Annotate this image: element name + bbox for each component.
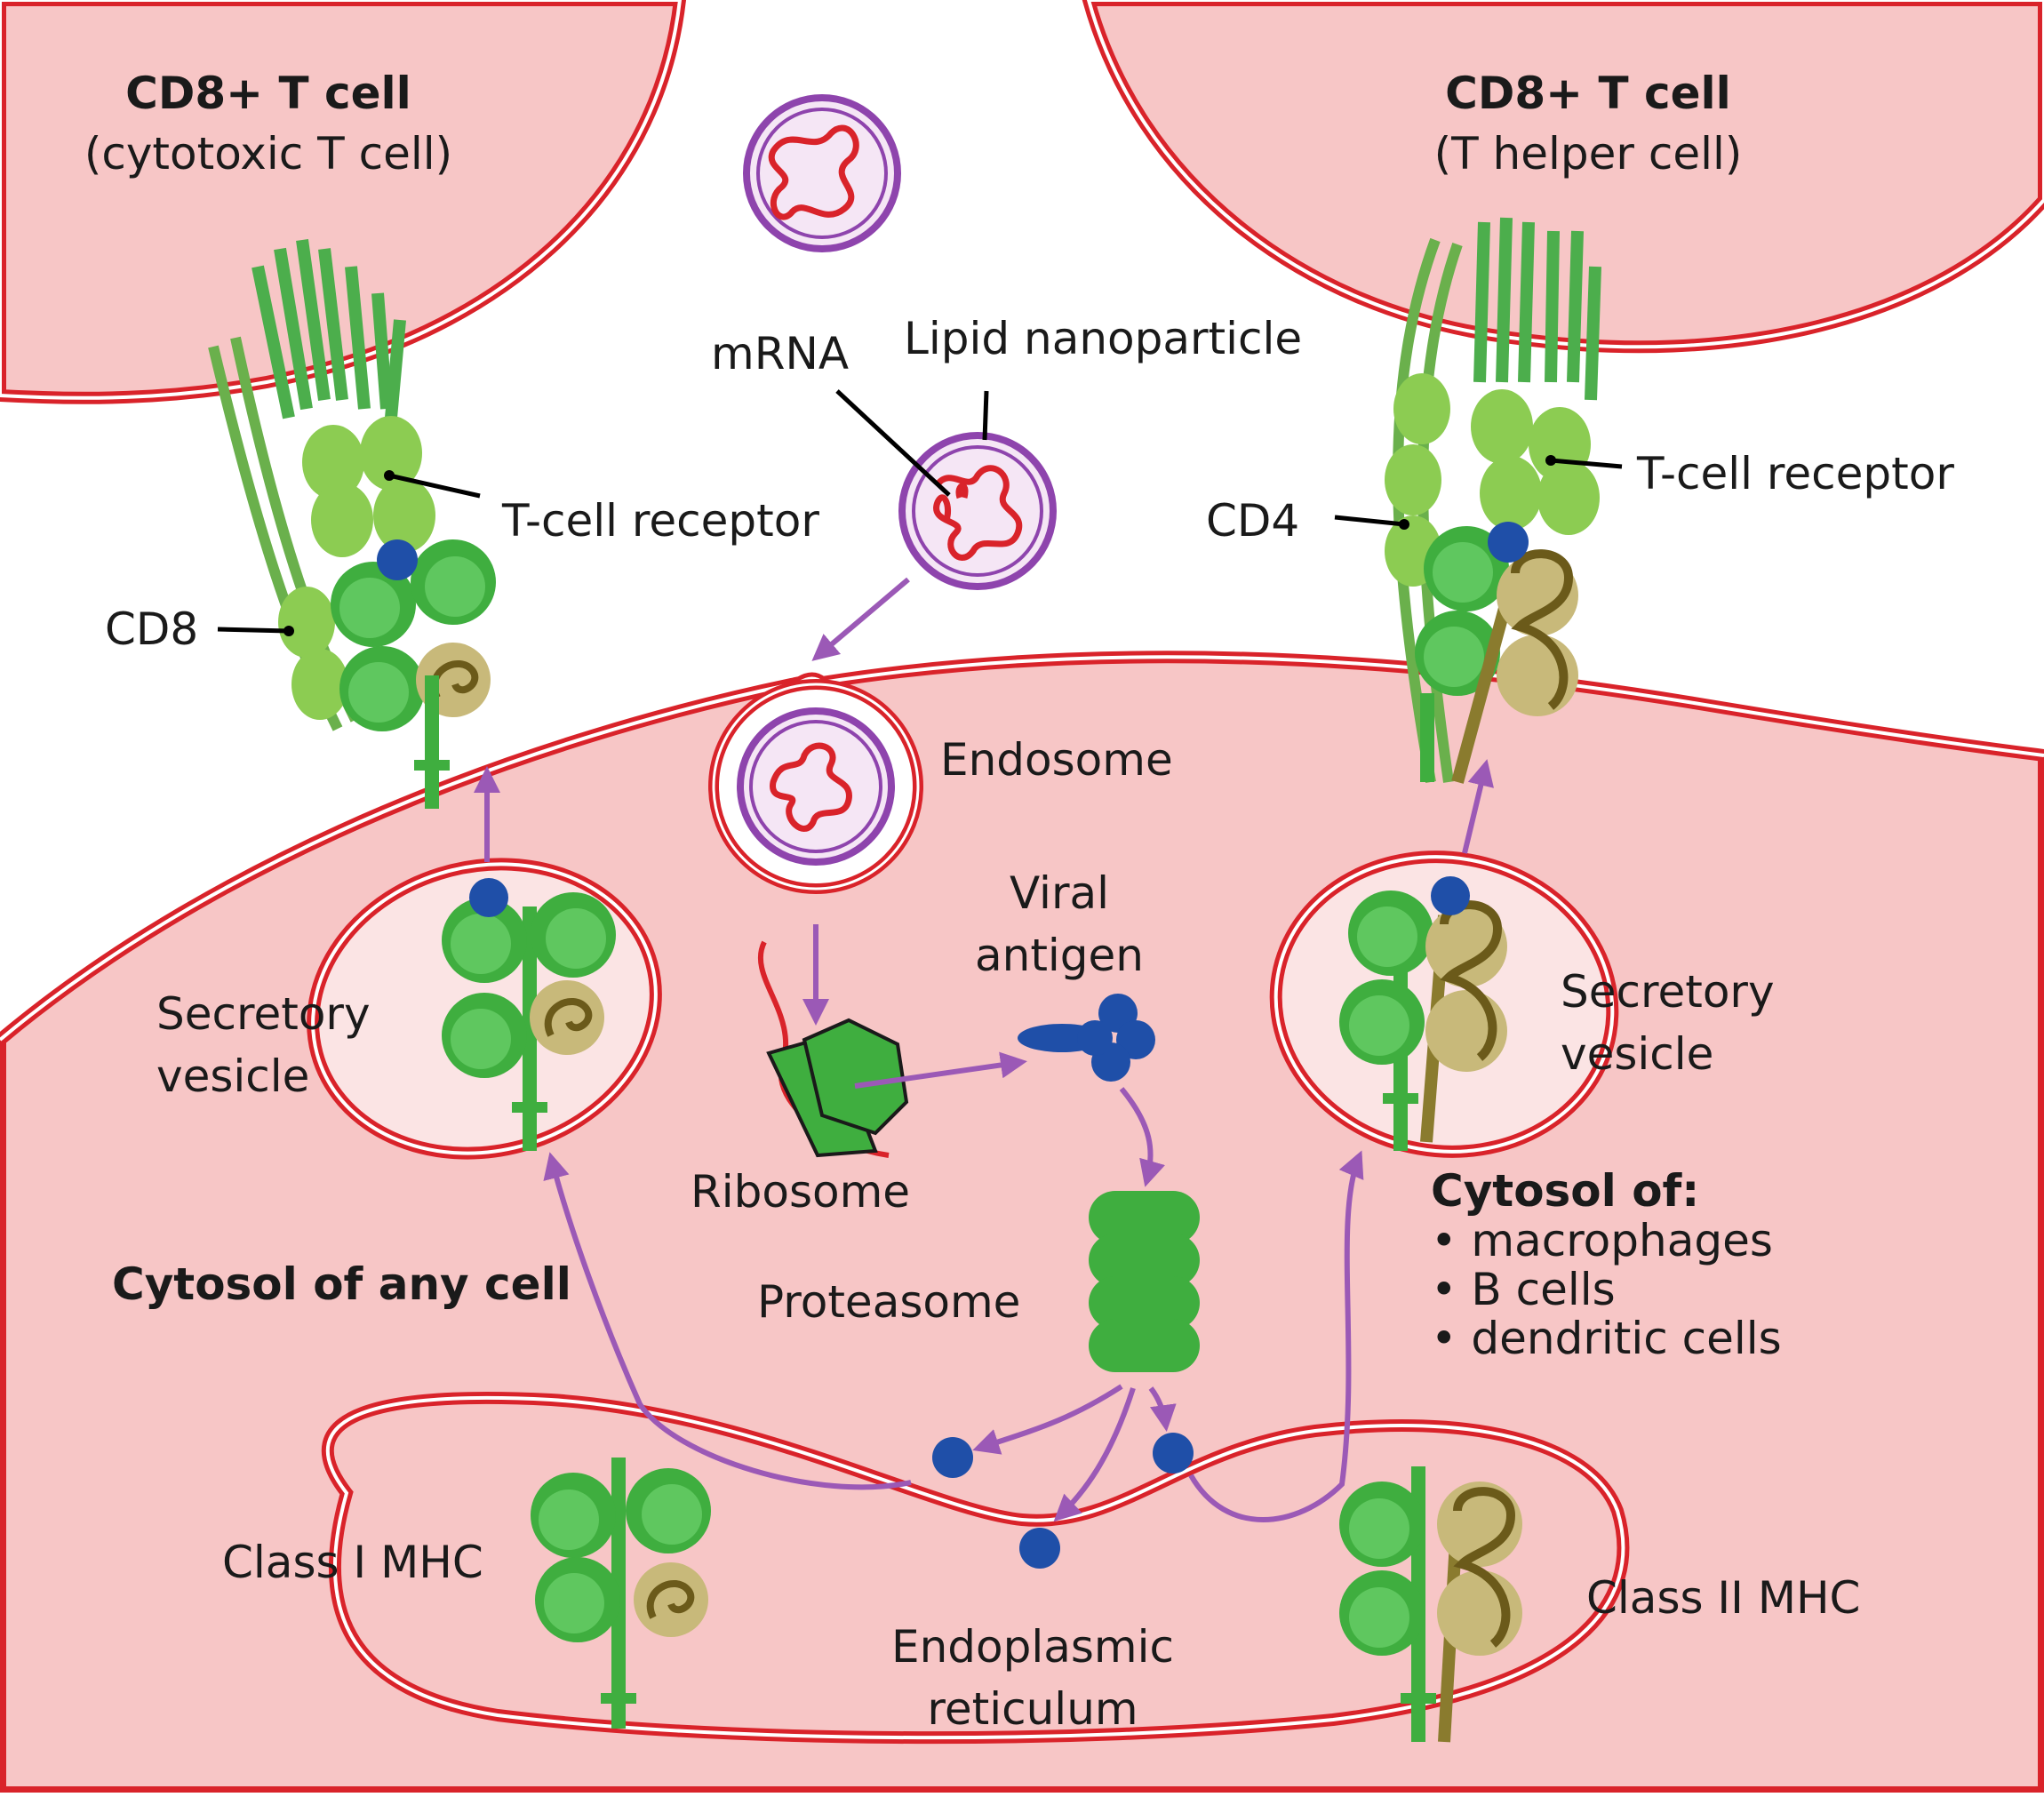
cytosol-item: • B cells (1431, 1264, 1616, 1315)
cytosol-any-label: Cytosol of any cell (112, 1258, 571, 1310)
mrna-label: mRNA (711, 328, 849, 379)
cytosol-of-label: Cytosol of: (1431, 1165, 1699, 1217)
top-left-t-cell (0, 0, 687, 404)
cytosol-item: • macrophages (1431, 1215, 1773, 1266)
ribosome (766, 1018, 909, 1158)
peptide (932, 1437, 973, 1478)
class-i-mhc-er (531, 1458, 711, 1729)
lipid-nanoparticle-top (743, 94, 901, 252)
secretory-left-label-2: vesicle (156, 1050, 309, 1102)
er-label-1: Endoplasmic (891, 1621, 1174, 1673)
class-i-mhc-vesicle (442, 878, 616, 1151)
tcr-left-label: T-cell receptor (501, 495, 819, 547)
ribosome-label: Ribosome (691, 1166, 910, 1218)
class-ii-mhc-er (1339, 1466, 1522, 1743)
labels: CD8+ T cell (cytotoxic T cell) CD8+ T ce… (84, 68, 1954, 1735)
class-i-mhc-label: Class I MHC (222, 1537, 483, 1588)
er-label-2: reticulum (927, 1683, 1138, 1735)
pathway-arrows (474, 577, 1494, 1522)
cd8-label: CD8 (105, 603, 198, 655)
right-cell-title: CD8+ T cell (1445, 68, 1731, 119)
left-tcr-complex (208, 239, 496, 809)
lipid-nanoparticle (898, 432, 1057, 590)
left-cell-title: CD8+ T cell (125, 68, 411, 119)
left-cell-subtitle: (cytotoxic T cell) (84, 128, 452, 180)
lipid-nanoparticle-label: Lipid nanoparticle (904, 313, 1302, 364)
viral-antigen (1018, 994, 1155, 1082)
proteasome (1089, 1191, 1200, 1372)
class-ii-mhc-label: Class II MHC (1586, 1572, 1860, 1624)
secretory-right-label-1: Secretory (1561, 966, 1775, 1018)
cytosol-item: • dendritic cells (1431, 1313, 1782, 1364)
proteasome-label: Proteasome (757, 1276, 1020, 1328)
endosome-label: Endosome (940, 734, 1173, 786)
leader-lines (217, 389, 1623, 636)
endosome (708, 679, 923, 894)
top-right-t-cell (1082, 0, 2044, 354)
peptide (1153, 1433, 1194, 1474)
viral-antigen-label-1: Viral (1010, 867, 1109, 919)
tcr-right-label: T-cell receptor (1636, 448, 1954, 499)
peptide (1019, 1528, 1060, 1569)
secretory-left-label-1: Secretory (156, 988, 371, 1040)
secretory-right-label-2: vesicle (1561, 1028, 1713, 1080)
viral-antigen-label-2: antigen (975, 930, 1144, 981)
class-ii-mhc-vesicle (1339, 876, 1507, 1151)
right-cell-subtitle: (T helper cell) (1434, 128, 1743, 180)
cd4-label: CD4 (1206, 495, 1299, 547)
